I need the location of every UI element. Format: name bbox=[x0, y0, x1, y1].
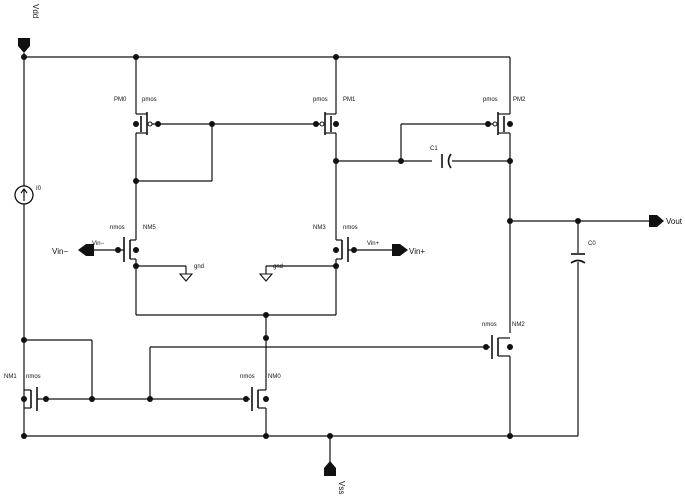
transistor-nm0: nmos NM0 bbox=[240, 374, 281, 411]
nm2-name: NM2 bbox=[512, 322, 525, 328]
nm1-name: NM1 bbox=[4, 374, 17, 380]
junction-dots bbox=[21, 54, 581, 439]
pm2-model: pmos bbox=[483, 97, 498, 103]
transistor-nm1: NM1 nmos bbox=[4, 374, 41, 411]
vdd-label: Vdd bbox=[31, 4, 40, 18]
transistor-nm5: nmos NM5 bbox=[110, 225, 156, 262]
vin-plus-pin: Vin+ Vin+ bbox=[367, 241, 425, 256]
ground-right: gnd bbox=[258, 264, 283, 282]
vdd-pin: Vdd bbox=[18, 4, 40, 53]
pm0-name: PM0 bbox=[114, 97, 127, 103]
load-cap-c0: C0 bbox=[570, 241, 596, 264]
transistor-nm3: NM3 nmos bbox=[313, 225, 358, 262]
vin-plus-pin-label: Vin+ bbox=[409, 247, 425, 256]
vin-minus-net-label: Vin− bbox=[92, 241, 105, 247]
vin-minus-pin: Vin− Vin− bbox=[52, 241, 105, 256]
nm1-model: nmos bbox=[26, 374, 41, 380]
transistor-pm1: pmos PM1 bbox=[313, 97, 356, 135]
pm2-name: PM2 bbox=[513, 97, 526, 103]
transistor-pm0: PM0 pmos bbox=[114, 97, 157, 135]
pm1-name: PM1 bbox=[343, 97, 356, 103]
transistor-nm2: nmos NM2 bbox=[482, 322, 525, 359]
nm3-name: NM3 bbox=[313, 225, 326, 231]
i0-label: I0 bbox=[36, 186, 42, 192]
nm2-model: nmos bbox=[482, 322, 497, 328]
nm0-name: NM0 bbox=[268, 374, 281, 380]
gnd-left-label: gnd bbox=[194, 264, 204, 270]
vss-label: Vss bbox=[337, 481, 346, 494]
vin-minus-pin-label: Vin− bbox=[52, 247, 68, 256]
nm0-model: nmos bbox=[240, 374, 255, 380]
compensation-cap-c1: C1 bbox=[430, 146, 452, 169]
pm0-model: pmos bbox=[142, 97, 157, 103]
c0-label: C0 bbox=[588, 241, 596, 247]
vout-label: Vout bbox=[666, 217, 683, 226]
nm5-name: NM5 bbox=[143, 225, 156, 231]
nm5-model: nmos bbox=[110, 225, 125, 231]
pm1-model: pmos bbox=[313, 97, 328, 103]
transistor-pm2: pmos PM2 bbox=[483, 97, 526, 135]
current-source-i0: I0 bbox=[14, 185, 42, 205]
vout-pin: Vout bbox=[649, 215, 683, 227]
vin-plus-net-label: Vin+ bbox=[367, 241, 380, 247]
vss-pin: Vss bbox=[324, 461, 346, 494]
nm3-model: nmos bbox=[343, 225, 358, 231]
gnd-right-label: gnd bbox=[273, 264, 283, 270]
c1-label: C1 bbox=[430, 146, 438, 152]
ground-left: gnd bbox=[178, 264, 204, 282]
